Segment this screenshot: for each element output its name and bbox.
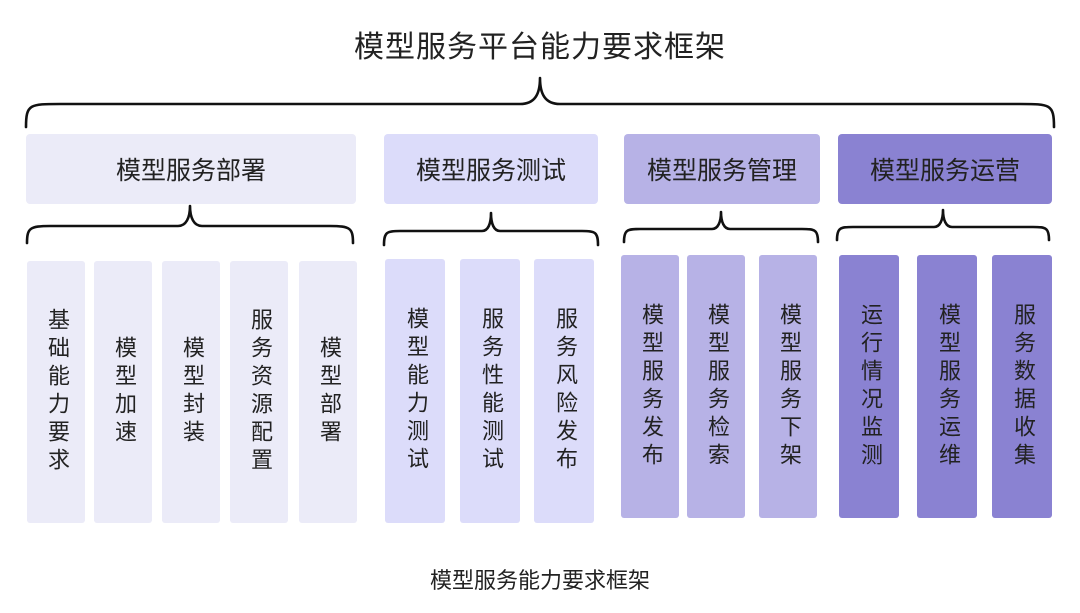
category-test-label: 模型服务测试 xyxy=(415,156,566,185)
leaf-label: 模型服务下架 xyxy=(776,302,801,471)
brace-test xyxy=(382,211,600,247)
leaf-manage-2: 模型服务检索 xyxy=(687,255,745,518)
leaf-deploy-2: 模型加速 xyxy=(94,261,152,523)
leaf-label: 模型加速 xyxy=(111,336,136,448)
leaf-operate-2: 模型服务运维 xyxy=(917,255,977,518)
leaf-manage-3: 模型服务下架 xyxy=(759,255,817,518)
category-operate-label: 模型服务运营 xyxy=(869,156,1020,185)
leaf-manage-1: 模型服务发布 xyxy=(621,255,679,518)
leaf-test-2: 服务性能测试 xyxy=(460,259,520,523)
leaf-label: 模型能力测试 xyxy=(403,307,428,475)
leaf-deploy-3: 模型封装 xyxy=(162,261,220,523)
figure-caption: 模型服务能力要求框架 xyxy=(429,569,650,594)
leaf-operate-1: 运行情况监测 xyxy=(839,255,899,518)
leaf-label: 模型服务发布 xyxy=(638,302,663,471)
leaf-deploy-5: 模型部署 xyxy=(299,261,357,523)
category-operate: 模型服务运营 xyxy=(838,134,1052,204)
leaf-label: 服务风险发布 xyxy=(552,307,577,475)
leaf-label: 模型部署 xyxy=(316,336,341,448)
brace-manage xyxy=(622,210,820,244)
leaf-label: 模型服务检索 xyxy=(704,302,729,471)
leaf-test-1: 模型能力测试 xyxy=(385,259,445,523)
top-brace xyxy=(24,76,1056,129)
category-manage: 模型服务管理 xyxy=(624,134,820,204)
leaf-label: 服务资源配置 xyxy=(247,308,272,476)
leaf-label: 模型服务运维 xyxy=(935,302,960,471)
leaf-label: 服务数据收集 xyxy=(1010,302,1035,471)
brace-operate xyxy=(835,208,1051,242)
diagram-title: 模型服务平台能力要求框架 xyxy=(354,30,726,65)
leaf-operate-3: 服务数据收集 xyxy=(992,255,1052,518)
leaf-label: 模型封装 xyxy=(179,336,204,448)
brace-deploy xyxy=(25,204,355,245)
leaf-label: 基础能力要求 xyxy=(44,308,69,476)
leaf-deploy-4: 服务资源配置 xyxy=(230,261,288,523)
category-deploy: 模型服务部署 xyxy=(26,134,356,204)
leaf-label: 运行情况监测 xyxy=(857,302,882,471)
category-test: 模型服务测试 xyxy=(384,134,598,204)
category-deploy-label: 模型服务部署 xyxy=(115,156,266,185)
leaf-deploy-1: 基础能力要求 xyxy=(27,261,85,523)
leaf-test-3: 服务风险发布 xyxy=(534,259,594,523)
category-manage-label: 模型服务管理 xyxy=(646,156,797,185)
leaf-label: 服务性能测试 xyxy=(478,307,503,475)
